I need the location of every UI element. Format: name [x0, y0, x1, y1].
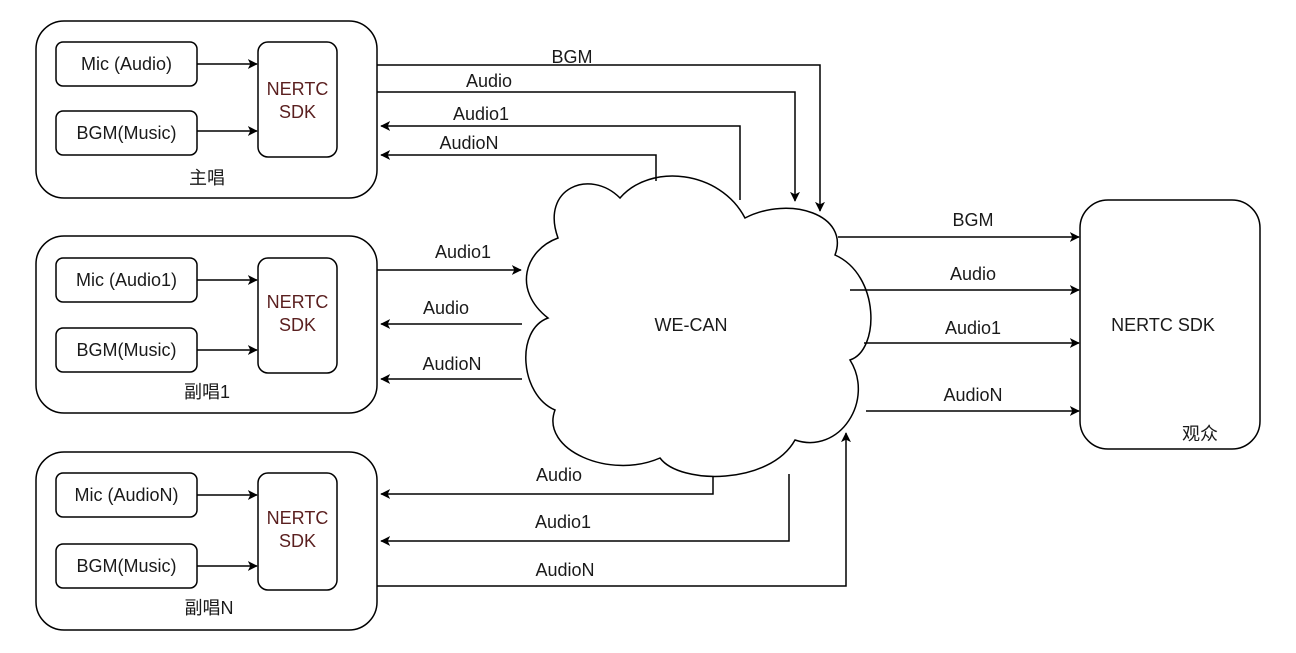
co1-flow-audio1-label: Audio1 [435, 242, 491, 262]
co1-sdk-label-line2: SDK [279, 315, 316, 335]
coN-flow-audio1-label: Audio1 [535, 512, 591, 532]
lead-mic-label: Mic (Audio) [81, 54, 172, 74]
co1-flow-audioN-label: AudioN [422, 354, 481, 374]
lead-flows: BGM Audio Audio1 AudioN [377, 47, 825, 212]
coN-flows: Audio Audio1 AudioN [377, 432, 851, 587]
coN-audio-downlink [380, 476, 714, 499]
we-can-label: WE-CAN [655, 315, 728, 335]
lead-bgm-label: BGM(Music) [77, 123, 177, 143]
co1-sdk-box [257, 257, 338, 374]
coN-flow-audioN-label: AudioN [535, 560, 594, 580]
out-flow-audioN-label: AudioN [943, 385, 1002, 405]
we-can-cloud-group: WE-CAN [525, 175, 872, 478]
out-flow-bgm-label: BGM [952, 210, 993, 230]
co-singer-1-caption: 副唱1 [184, 382, 230, 402]
lead-bgm-box [55, 110, 198, 156]
lead-flow-audioN-label: AudioN [439, 133, 498, 153]
co1-sdk-label-line1: NERTC [267, 292, 329, 312]
coN-sdk-box [257, 472, 338, 591]
audience-flows: BGM Audio Audio1 AudioN [838, 210, 1080, 416]
co-singer-n-group: Mic (AudioN) BGM(Music) NERTC SDK 副唱N [35, 451, 378, 631]
co1-flow-audio-label: Audio [423, 298, 469, 318]
co1-mic-label: Mic (Audio1) [76, 270, 177, 290]
out-flow-audio-label: Audio [950, 264, 996, 284]
co1-bgm-label: BGM(Music) [77, 340, 177, 360]
coN-mic-label: Mic (AudioN) [74, 485, 178, 505]
coN-audio1-downlink [380, 474, 790, 546]
lead-sdk-label-line1: NERTC [267, 79, 329, 99]
audience-group: NERTC SDK 观众 [1079, 199, 1261, 450]
coN-sdk-label-line2: SDK [279, 531, 316, 551]
coN-sdk-label-line1: NERTC [267, 508, 329, 528]
co1-flows: Audio1 Audio AudioN [377, 242, 522, 384]
audience-caption: 观众 [1182, 424, 1218, 444]
lead-audio1-downlink [380, 121, 741, 200]
coN-audioN-uplink [377, 432, 851, 587]
lead-sdk-label-line2: SDK [279, 102, 316, 122]
lead-audioN-downlink [380, 150, 657, 181]
lead-singer-group: Mic (Audio) BGM(Music) NERTC SDK 主唱 [35, 20, 378, 199]
lead-flow-audio1-label: Audio1 [453, 104, 509, 124]
coN-flow-audio-label: Audio [536, 465, 582, 485]
lead-bgm-uplink [377, 64, 825, 212]
out-flow-audio1-label: Audio1 [945, 318, 1001, 338]
audience-sdk-label: NERTC SDK [1111, 315, 1215, 335]
coN-bgm-label: BGM(Music) [77, 556, 177, 576]
lead-flow-bgm-label: BGM [551, 47, 592, 67]
lead-flow-audio-label: Audio [466, 71, 512, 91]
co-singer-1-group: Mic (Audio1) BGM(Music) NERTC SDK 副唱1 [35, 235, 378, 414]
lead-singer-caption: 主唱 [189, 168, 225, 188]
we-can-cloud [525, 175, 872, 478]
lead-audio-uplink [377, 91, 800, 202]
co-singer-n-caption: 副唱N [185, 598, 234, 618]
lead-sdk-box [257, 41, 338, 158]
audience-box [1079, 199, 1261, 450]
